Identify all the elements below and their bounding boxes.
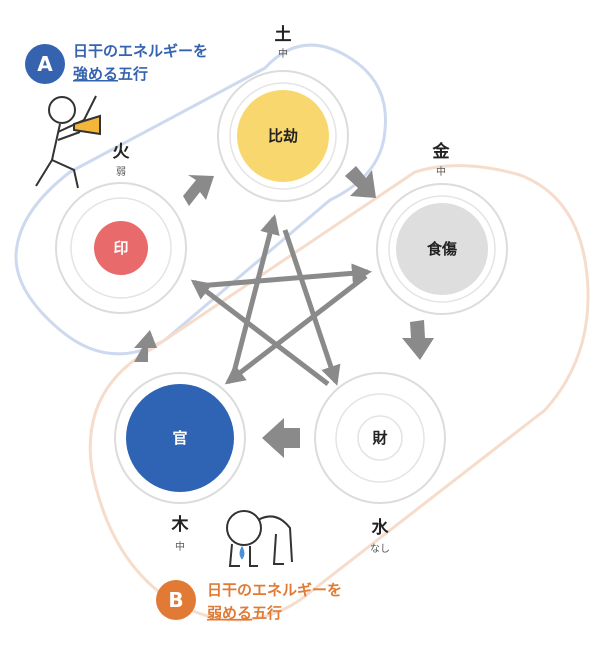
fire-strength: 弱 (116, 166, 126, 178)
earth-label: 土 (275, 24, 292, 45)
metal-strength: 中 (436, 165, 446, 178)
arrow-wood-to-earth (229, 214, 280, 381)
arrow-water-to-fire (190, 279, 330, 386)
legend-b-underlined: 弱める (207, 604, 252, 622)
fire-role: 印 (113, 239, 128, 257)
node-fire: 印 火 弱 (55, 142, 187, 314)
water-strength: なし (370, 543, 390, 555)
region-b-outline (88, 164, 590, 622)
megaphone-person-icon (35, 95, 101, 189)
arrow-fire-to-earth (183, 175, 214, 206)
crying-person-icon (226, 510, 293, 567)
generating-arrows (134, 166, 434, 458)
wood-strength: 中 (175, 540, 185, 553)
controlling-arrows (190, 214, 372, 386)
legend-a-line2: 強める五行 (73, 65, 148, 83)
legend-b: B 日干のエネルギーを 弱める五行 (156, 580, 342, 622)
arrow-earth-to-water (282, 229, 341, 386)
node-water: 財 水 なし (314, 372, 446, 555)
wood-label: 木 (171, 514, 190, 535)
arrow-metal-to-wood (224, 274, 368, 385)
arrow-earth-to-metal (345, 166, 376, 198)
earth-strength: 中 (278, 47, 288, 60)
arrow-metal-to-water (402, 320, 434, 360)
water-role: 財 (371, 429, 387, 447)
metal-label: 金 (432, 141, 451, 162)
legend-a: A 日干のエネルギーを 強める五行 (25, 42, 208, 84)
node-earth: 比劫 土 中 (217, 24, 349, 202)
arrow-fire-to-metal (197, 263, 372, 289)
legend-a-line1: 日干のエネルギーを (73, 42, 208, 60)
node-wood: 官 木 中 (114, 372, 246, 553)
legend-b-line2: 弱める五行 (207, 604, 282, 622)
wood-role: 官 (172, 429, 187, 447)
fire-label: 火 (113, 142, 131, 162)
legend-b-badge: B (168, 588, 183, 612)
legend-b-line1: 日干のエネルギーを (207, 581, 342, 599)
water-label: 水 (372, 517, 390, 538)
legend-a-underlined: 強める (73, 65, 118, 83)
legend-b-rest: 五行 (252, 604, 282, 622)
node-metal: 食傷 金 中 (376, 141, 508, 315)
legend-a-badge: A (37, 52, 53, 76)
arrow-wood-to-fire (134, 330, 157, 362)
earth-role: 比劫 (268, 127, 298, 145)
legend-a-rest: 五行 (118, 65, 148, 83)
arrow-water-to-wood (262, 418, 300, 458)
metal-role: 食傷 (427, 240, 457, 258)
